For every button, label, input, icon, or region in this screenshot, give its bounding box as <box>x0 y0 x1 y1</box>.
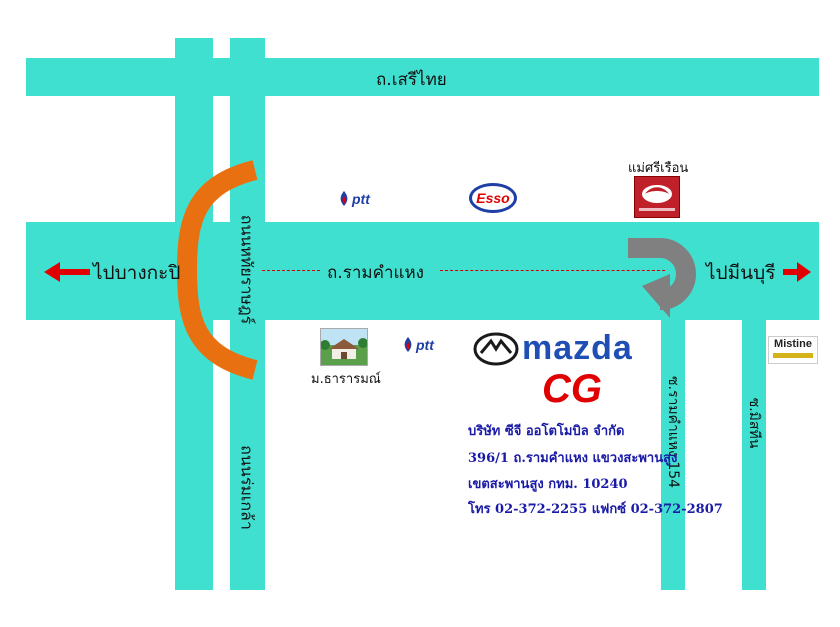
road-vertical-left-b <box>230 38 265 590</box>
ptt-logo-top: ptt <box>338 190 370 207</box>
ptt-top-text: ptt <box>352 190 370 207</box>
label-village: ม.ธารารมณ์ <box>311 372 381 387</box>
esso-text: Esso <box>476 190 510 206</box>
ptt-bottom-text: ptt <box>416 336 434 353</box>
label-east: ไปมีนบุรี <box>706 262 776 284</box>
esso-logo: Esso <box>469 183 517 213</box>
dashed-line-right <box>440 270 665 271</box>
road-soi-154 <box>661 300 685 590</box>
overpass-curve <box>176 160 258 380</box>
label-soi-154: ซ.รามคำแหง 154 <box>665 376 681 489</box>
label-ramkhamhaeng: ถ.รามคำแหง <box>327 263 424 283</box>
mistine-tagline-bar <box>773 353 813 358</box>
label-seri-thai: ถ.เสรีไทย <box>376 70 447 90</box>
cg-logo: CG <box>542 367 602 411</box>
address-phone: โทร 02-372-2255 แฟกซ์ 02-372-2807 <box>468 502 723 517</box>
ptt-flame-icon <box>340 191 348 206</box>
dashed-line-left <box>262 270 320 271</box>
uturn-icon <box>628 238 696 318</box>
mae-sri-ruen-logo <box>634 176 680 218</box>
mazda-emblem-icon <box>473 332 519 366</box>
label-vertical-left-lower: ถนนร่มเกล้า <box>237 445 257 530</box>
road-soi-right <box>742 300 766 590</box>
ptt-flame-icon <box>404 337 412 352</box>
address-company: บริษัท ซีจี ออโตโมบิล จำกัด <box>468 424 625 439</box>
road-seri-thai <box>26 58 819 96</box>
ptt-logo-bottom: ptt <box>402 336 434 353</box>
label-soi-right: ซ.มิสทีน <box>746 397 762 449</box>
label-west: ไปบางกะปิ <box>93 262 181 284</box>
address-line1: 396/1 ถ.รามคำแหง แขวงสะพานสูง <box>468 451 678 466</box>
label-mae-sri-ruen: แม่ศรีเรือน <box>628 161 689 176</box>
village-house-image <box>320 328 368 366</box>
mistine-logo: Mistine <box>768 336 818 364</box>
arrow-right-icon <box>783 262 811 282</box>
house-icon <box>320 338 368 359</box>
address-line2: เขตสะพานสูง กทม. 10240 <box>468 477 628 492</box>
mazda-wordmark: mazda <box>522 329 633 367</box>
arrow-left-icon <box>44 262 90 282</box>
lotus-icon <box>639 185 675 211</box>
mistine-text: Mistine <box>774 338 812 350</box>
